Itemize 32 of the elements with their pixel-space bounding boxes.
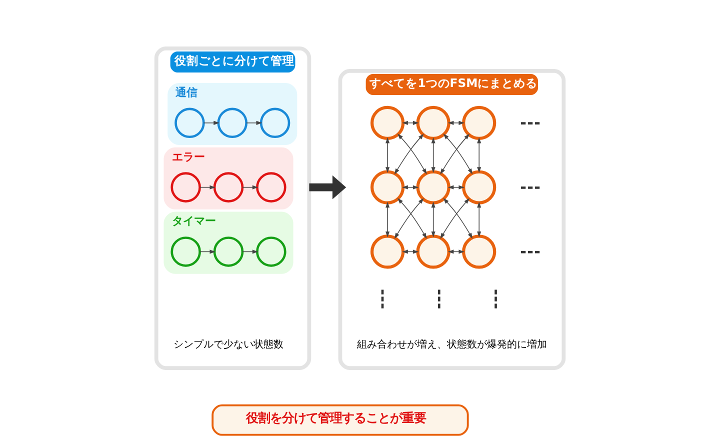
arrow <box>242 250 258 254</box>
node-circle <box>370 234 405 269</box>
cluster: 通信 <box>168 82 298 146</box>
node-circle <box>213 236 244 267</box>
node-circle <box>416 234 450 269</box>
cluster: エラー <box>164 147 294 210</box>
node-circle <box>256 236 286 267</box>
arrow <box>402 120 419 125</box>
arrow <box>203 120 220 125</box>
node-circle <box>462 234 496 269</box>
arrow <box>431 202 436 238</box>
arrow <box>477 137 482 173</box>
arrow <box>199 185 216 190</box>
arrow <box>386 202 390 238</box>
node-circle <box>217 108 248 138</box>
node-circle <box>260 108 290 138</box>
arrow <box>431 137 436 173</box>
node-circle <box>256 172 286 202</box>
arrow <box>386 137 390 173</box>
arrow <box>448 120 465 125</box>
arrow <box>309 175 346 200</box>
node-circle <box>174 108 205 138</box>
arrow <box>477 202 482 238</box>
cluster: タイマー <box>164 212 294 274</box>
cluster: すべてを1つのFSMにまとめる 組み合わせが増え、状態数が爆発的に増加 <box>338 69 566 370</box>
arrow <box>199 250 216 254</box>
node-circle <box>170 236 201 267</box>
node-box: 役割を分けて管理することが重要 <box>212 404 469 436</box>
node-circle <box>213 172 244 202</box>
node-circle <box>170 172 201 202</box>
arrow <box>246 120 262 125</box>
arrow <box>242 185 258 190</box>
